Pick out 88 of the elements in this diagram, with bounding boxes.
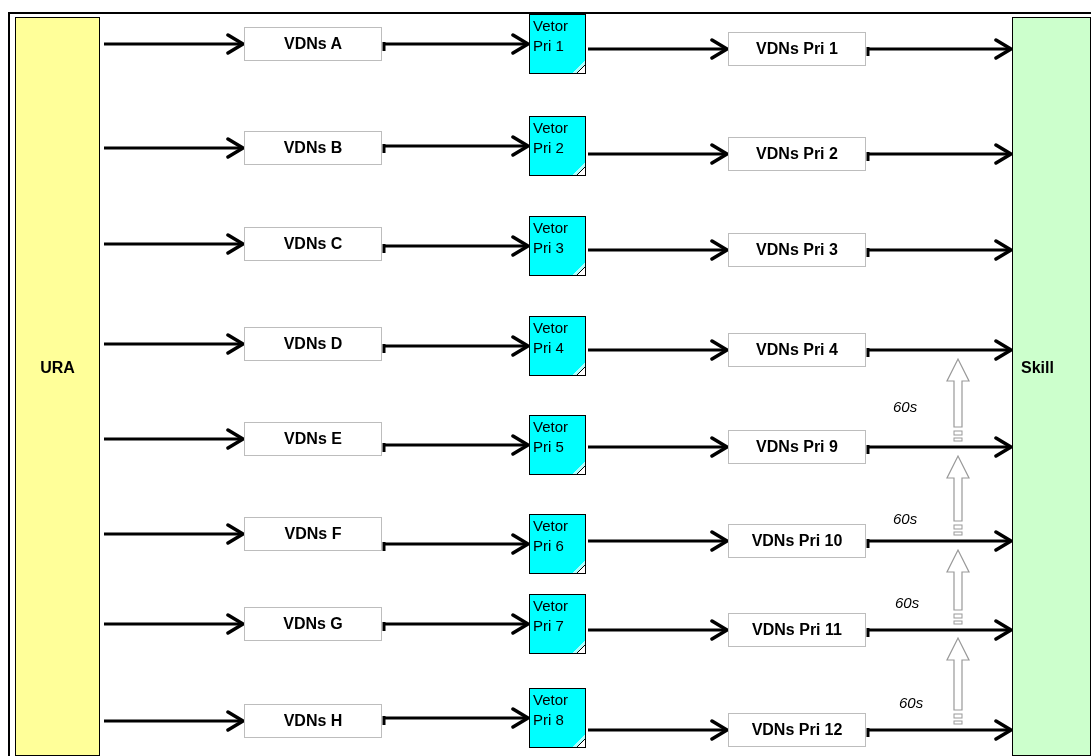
node-label: VDNs Pri 11 <box>752 621 842 639</box>
vector-label: Vetor Pri 6 <box>532 516 570 556</box>
source-panel <box>15 17 100 756</box>
arrow <box>104 137 245 159</box>
arrow <box>588 719 729 741</box>
arrow <box>104 428 245 450</box>
node-label: VDNs H <box>283 712 343 730</box>
vector-label: Vetor Pri 5 <box>532 417 570 457</box>
arrow <box>866 339 1013 361</box>
arrow <box>104 710 245 732</box>
vector-note <box>529 514 586 574</box>
node-label: VDNs A <box>283 35 343 53</box>
arrow <box>588 239 729 261</box>
vector-note <box>529 415 586 475</box>
arrow <box>588 143 729 165</box>
arrow <box>382 235 530 257</box>
arrow <box>866 530 1013 552</box>
delay-label: 60s <box>893 398 918 415</box>
process-box <box>728 32 866 66</box>
arrow <box>588 530 729 552</box>
arrow <box>866 436 1013 458</box>
arrow <box>104 33 245 55</box>
node-label: VDNs Pri 3 <box>756 241 838 259</box>
node-label: VDNs Pri 10 <box>751 532 843 550</box>
arrow <box>382 707 530 729</box>
process-box <box>728 333 866 367</box>
vector-label: Vetor Pri 2 <box>532 118 570 158</box>
arrow <box>104 613 245 635</box>
delay-label: 60s <box>893 510 918 527</box>
vector-label: Vetor Pri 4 <box>532 318 570 358</box>
node-label: VDNs Pri 9 <box>756 438 838 456</box>
delay-label: 60s <box>895 594 920 611</box>
process-box <box>728 233 866 267</box>
node-label: VDNs Pri 4 <box>756 341 838 359</box>
arrow <box>382 613 530 635</box>
vector-note <box>529 688 586 748</box>
process-box <box>244 607 382 641</box>
vector-label: Vetor Pri 3 <box>532 218 570 258</box>
target-panel <box>1012 17 1091 756</box>
arrow <box>866 38 1013 60</box>
process-box <box>244 517 382 551</box>
arrow <box>104 333 245 355</box>
node-label: VDNs Pri 1 <box>756 40 838 58</box>
process-box <box>244 704 382 738</box>
arrow <box>866 239 1013 261</box>
node-label: VDNs B <box>283 139 343 157</box>
vector-note <box>529 216 586 276</box>
vector-label: Vetor Pri 8 <box>532 690 570 730</box>
vector-note <box>529 594 586 654</box>
node-label: VDNs E <box>284 430 342 448</box>
arrow <box>382 33 530 55</box>
arrow <box>382 434 530 456</box>
process-box <box>244 327 382 361</box>
vector-note <box>529 316 586 376</box>
arrow <box>104 233 245 255</box>
node-label: VDNs G <box>283 615 343 633</box>
node-label: VDNs Pri 2 <box>756 145 838 163</box>
process-box <box>244 27 382 61</box>
arrow <box>866 719 1013 741</box>
arrow <box>866 143 1013 165</box>
delay-label: 60s <box>899 694 924 711</box>
arrow <box>104 523 245 545</box>
arrow <box>588 339 729 361</box>
process-box <box>728 137 866 171</box>
arrow <box>866 619 1013 641</box>
process-box <box>244 227 382 261</box>
node-label: VDNs C <box>283 235 343 253</box>
process-box <box>728 713 866 747</box>
node-label: VDNs D <box>283 335 343 353</box>
process-box <box>728 430 866 464</box>
process-box <box>728 524 866 558</box>
vector-note <box>529 116 586 176</box>
arrow <box>588 436 729 458</box>
arrow <box>588 619 729 641</box>
node-label: VDNs F <box>284 525 342 543</box>
node-label: Skill <box>1021 359 1054 377</box>
vector-label: Vetor Pri 1 <box>532 16 570 56</box>
arrow <box>382 335 530 357</box>
arrow <box>382 135 530 157</box>
arrow <box>588 38 729 60</box>
process-box <box>244 131 382 165</box>
node-label: URA <box>40 359 75 377</box>
vector-note <box>529 14 586 74</box>
process-box <box>728 613 866 647</box>
vector-label: Vetor Pri 7 <box>532 596 570 636</box>
process-box <box>244 422 382 456</box>
node-label: VDNs Pri 12 <box>751 721 843 739</box>
arrow <box>382 533 530 555</box>
